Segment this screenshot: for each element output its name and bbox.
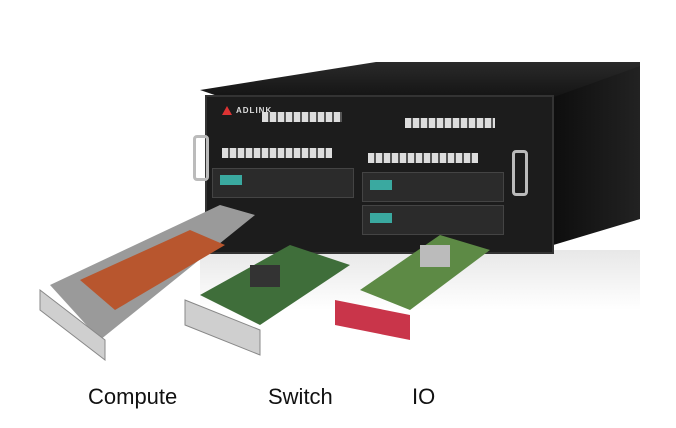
io-blade bbox=[335, 235, 490, 340]
label-io: IO bbox=[412, 384, 436, 409]
blade-bay bbox=[212, 168, 354, 198]
switch-blade bbox=[184, 245, 350, 356]
io-faceplate bbox=[335, 300, 410, 340]
compute-blade bbox=[39, 205, 255, 362]
bay-indicator bbox=[370, 180, 392, 190]
brand-logo: ADLINK bbox=[222, 106, 272, 116]
io-heatsink bbox=[420, 245, 450, 267]
port-row bbox=[368, 153, 478, 163]
compute-faceplate bbox=[39, 288, 106, 362]
bay-indicator bbox=[370, 213, 392, 223]
switch-faceplate bbox=[184, 299, 261, 356]
port-row bbox=[262, 112, 342, 122]
logo-triangle-icon bbox=[222, 106, 232, 116]
bay-indicator bbox=[220, 175, 242, 185]
label-compute: Compute bbox=[88, 384, 178, 409]
heatsink bbox=[80, 230, 225, 310]
chassis-side bbox=[550, 66, 640, 246]
port-row bbox=[405, 118, 495, 128]
rack-handle-right bbox=[512, 150, 528, 196]
rack-handle-left bbox=[193, 135, 209, 181]
io-board bbox=[360, 235, 490, 310]
port-row bbox=[222, 148, 332, 158]
switch-chip bbox=[250, 265, 280, 287]
label-switch: Switch bbox=[268, 384, 333, 409]
